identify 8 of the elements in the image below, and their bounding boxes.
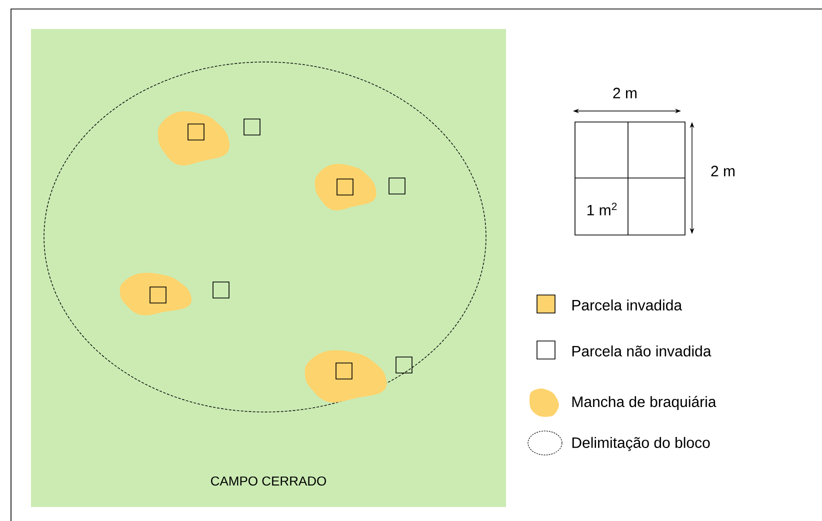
dimension-label: 2 m <box>613 88 636 98</box>
dimension-label: 2 m <box>711 166 734 176</box>
legend-label: Parcela não invadida <box>572 345 712 356</box>
legend-label: Parcela invadida <box>572 299 682 310</box>
legend-label: Delimitação do bloco <box>572 436 710 452</box>
field-area: CAMPO CERRADO <box>31 29 506 507</box>
legend-label: Mancha de braquiária <box>572 396 716 410</box>
area-label: 1 m$^{2}$ <box>587 202 617 216</box>
